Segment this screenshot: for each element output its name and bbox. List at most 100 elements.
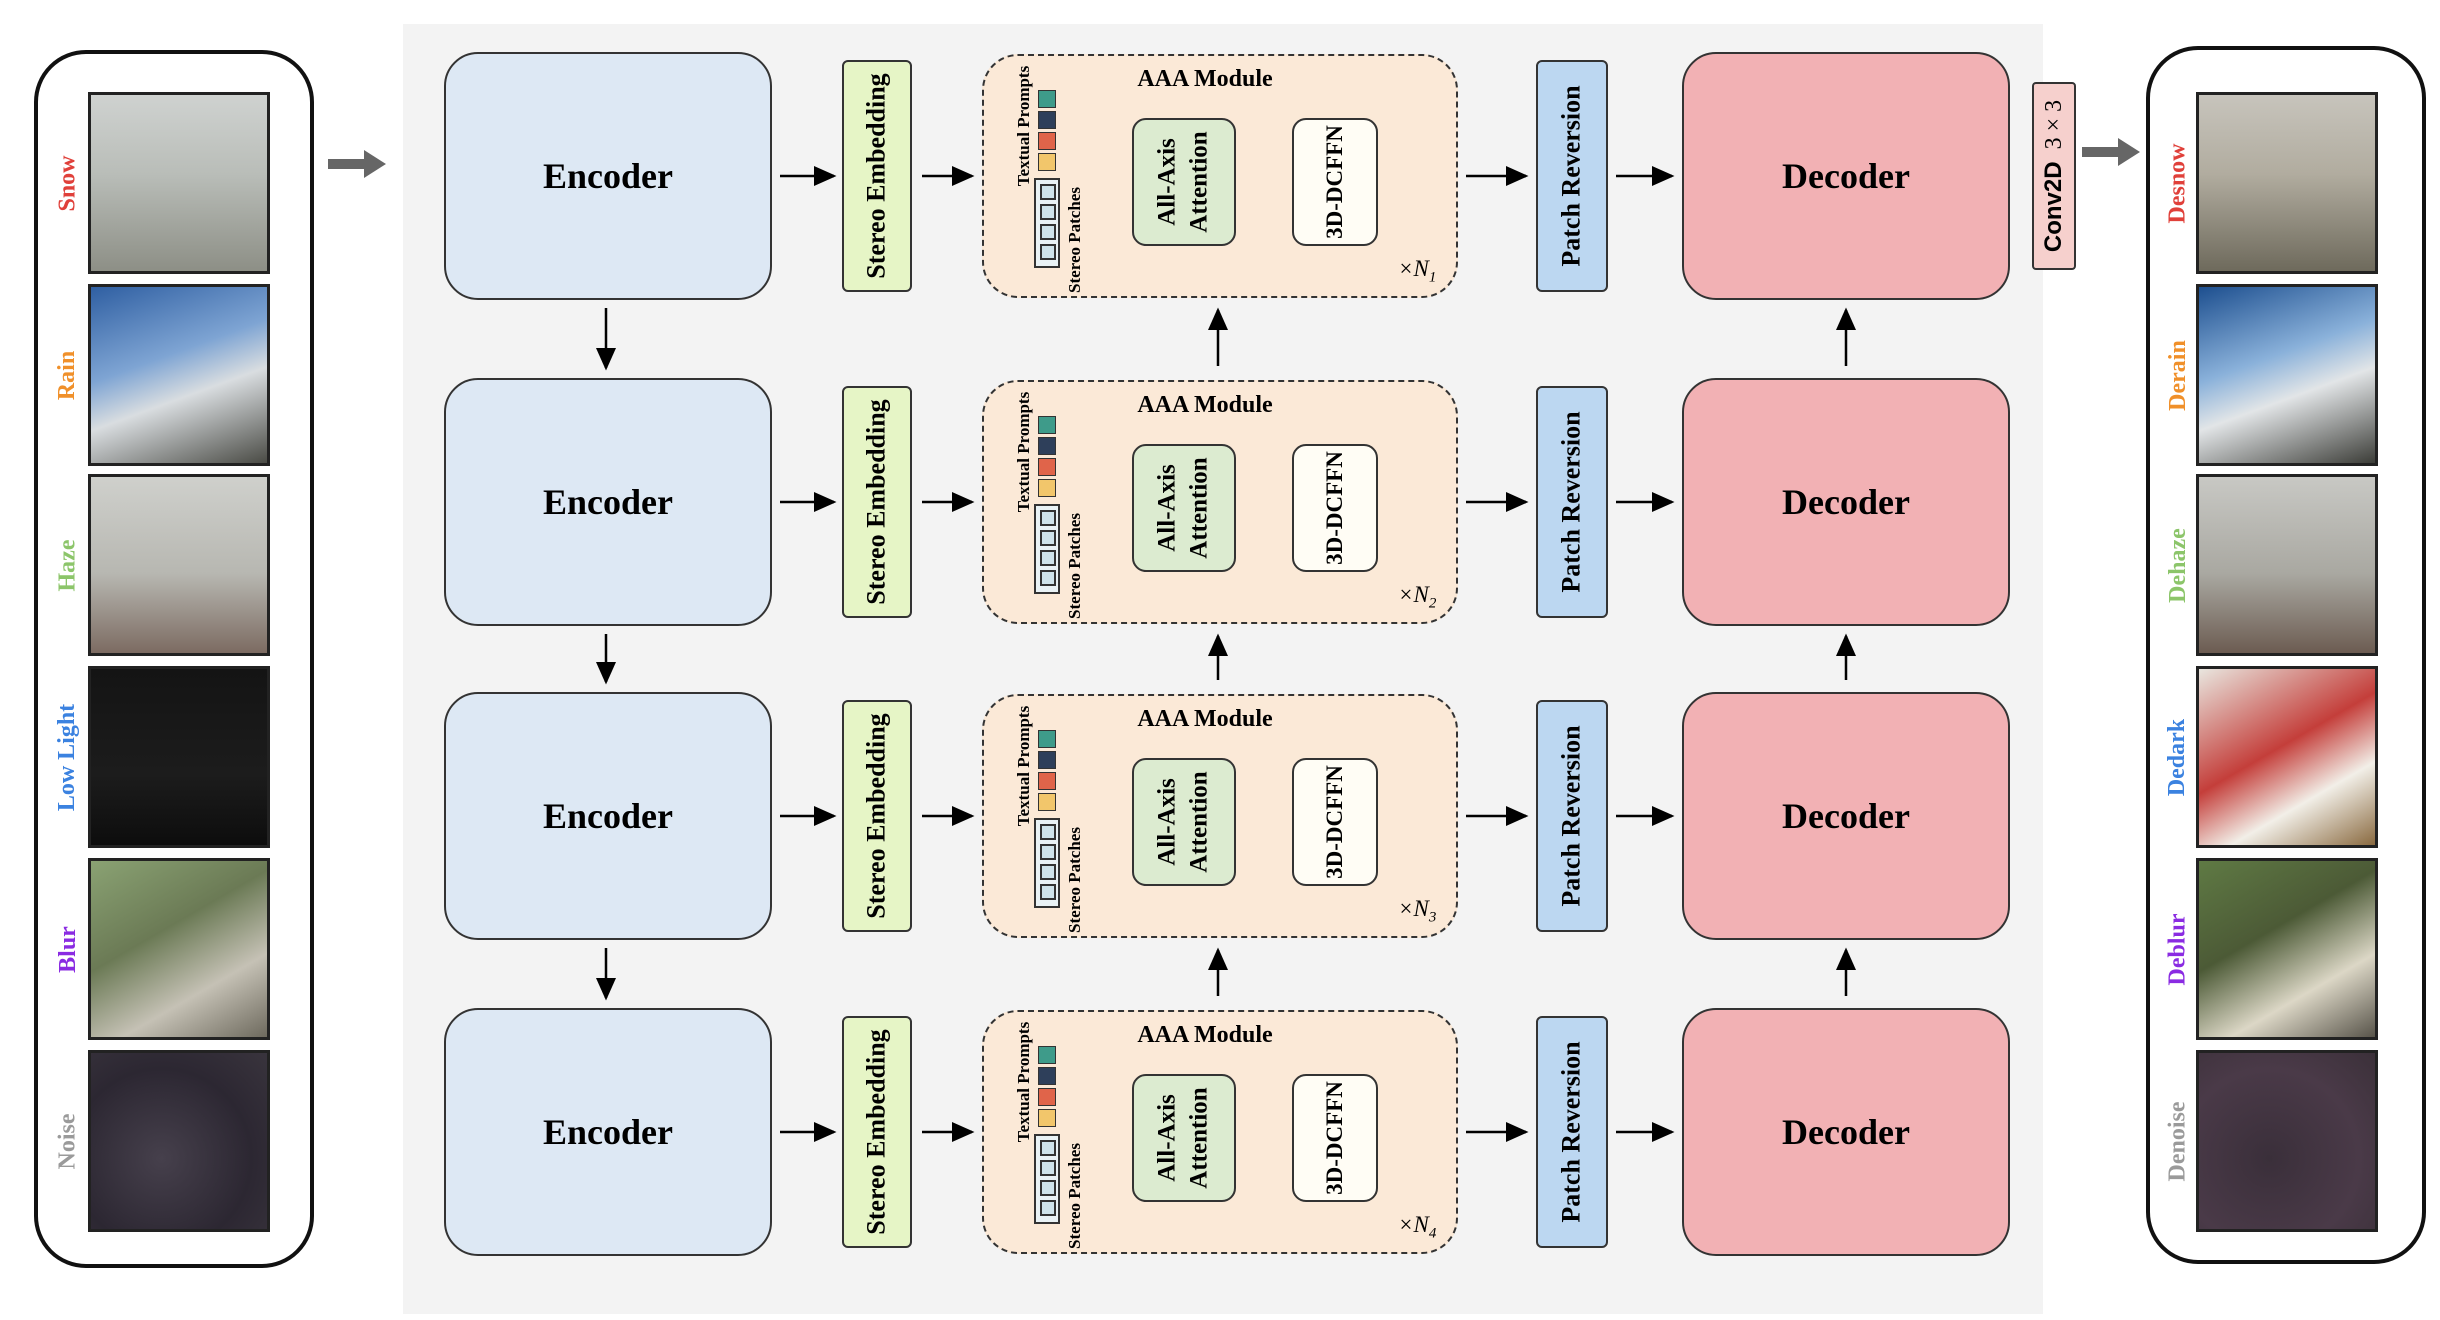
repeat-n: N — [1413, 256, 1429, 281]
stereo-patch — [1040, 510, 1056, 526]
repeat-label: ×N1 — [1398, 256, 1458, 286]
textual-prompt-token — [1038, 730, 1056, 748]
decoder-block: Decoder — [1682, 692, 2010, 940]
textual-prompts-text: Textual Prompts — [1014, 391, 1033, 513]
encoder-block: Encoder — [444, 378, 772, 626]
aaa-module-title: AAA Module — [1137, 392, 1273, 418]
stereo-embedding-label: Stereo Embedding — [862, 713, 891, 919]
input-image — [88, 1050, 270, 1232]
aaa-module-title: AAA Module — [1137, 1022, 1273, 1048]
input-image — [88, 666, 270, 848]
decoder-block: Decoder — [1682, 378, 2010, 626]
stereo-embedding-label: Stereo Embedding — [862, 73, 891, 279]
output-image — [2196, 858, 2378, 1040]
textual-prompts-label: Textual Prompts — [1012, 66, 1036, 186]
patch-reversion-block: Patch Reversion — [1536, 386, 1608, 618]
stereo-embedding-block: Stereo Embedding — [842, 700, 912, 932]
textual-prompt-token — [1038, 772, 1056, 790]
textual-prompt-token — [1038, 90, 1056, 108]
stereo-patch — [1040, 550, 1056, 566]
stereo-patches-label: Stereo Patches — [1064, 827, 1086, 933]
textual-prompts-text: Textual Prompts — [1014, 65, 1033, 187]
stereo-patches-text: Stereo Patches — [1065, 1143, 1084, 1249]
3d-dcffn-block: 3D-DCFFN — [1292, 444, 1378, 572]
patch-reversion-block: Patch Reversion — [1536, 60, 1608, 292]
aaa-module-title: AAA Module — [1137, 706, 1273, 732]
stereo-patches-label: Stereo Patches — [1064, 1143, 1086, 1249]
attention-line-1: All-Axis — [1154, 1094, 1182, 1182]
encoder-block: Encoder — [444, 692, 772, 940]
repeat-prefix: × — [1398, 896, 1414, 921]
3d-dcffn-block: 3D-DCFFN — [1292, 118, 1378, 246]
3d-dcffn-label: 3D-DCFFN — [1322, 451, 1348, 565]
attention-line-2: Attention — [1186, 131, 1214, 233]
repeat-sub: 2 — [1428, 595, 1437, 612]
textual-prompt-token — [1038, 793, 1056, 811]
stereo-patch — [1040, 530, 1056, 546]
stereo-embedding-block: Stereo Embedding — [842, 60, 912, 292]
3d-dcffn-label: 3D-DCFFN — [1322, 125, 1348, 239]
3d-dcffn-block: 3D-DCFFN — [1292, 758, 1378, 886]
3d-dcffn-label: 3D-DCFFN — [1322, 1081, 1348, 1195]
decoder-block: Decoder — [1682, 1008, 2010, 1256]
repeat-sub: 1 — [1428, 269, 1437, 286]
input-image — [88, 92, 270, 274]
repeat-n: N — [1413, 582, 1429, 607]
repeat-sub: 4 — [1428, 1225, 1437, 1242]
stereo-embedding-block: Stereo Embedding — [842, 386, 912, 618]
repeat-sub: 3 — [1428, 909, 1437, 926]
encoder-block: Encoder — [444, 1008, 772, 1256]
repeat-label: ×N3 — [1398, 896, 1458, 926]
repeat-prefix: × — [1398, 1212, 1414, 1237]
textual-prompt-token — [1038, 1046, 1056, 1064]
patch-reversion-label: Patch Reversion — [1557, 1041, 1586, 1223]
textual-prompt-token — [1038, 1067, 1056, 1085]
repeat-label: ×N2 — [1398, 582, 1458, 612]
stereo-patches-text: Stereo Patches — [1065, 187, 1084, 293]
textual-prompt-token — [1038, 437, 1056, 455]
textual-prompts-text: Textual Prompts — [1014, 1021, 1033, 1143]
stereo-patch — [1040, 244, 1056, 260]
patch-reversion-label: Patch Reversion — [1557, 411, 1586, 593]
stereo-embedding-label: Stereo Embedding — [862, 1029, 891, 1235]
textual-prompt-token — [1038, 153, 1056, 171]
repeat-n: N — [1413, 1212, 1429, 1237]
decoder-block: Decoder — [1682, 52, 2010, 300]
stereo-patch — [1040, 824, 1056, 840]
stereo-patches-label: Stereo Patches — [1064, 513, 1086, 619]
repeat-label: ×N4 — [1398, 1212, 1458, 1242]
stereo-embedding-label: Stereo Embedding — [862, 399, 891, 605]
attention-line-2: Attention — [1186, 771, 1214, 873]
stereo-patch — [1040, 204, 1056, 220]
repeat-n: N — [1413, 896, 1429, 921]
attention-line-2: Attention — [1186, 1087, 1214, 1189]
attention-line-2: Attention — [1186, 457, 1214, 559]
stereo-patch — [1040, 864, 1056, 880]
stereo-patch — [1040, 844, 1056, 860]
stereo-patch — [1040, 184, 1056, 200]
aaa-module-title: AAA Module — [1137, 66, 1273, 92]
attention-line-1: All-Axis — [1154, 778, 1182, 866]
repeat-prefix: × — [1398, 256, 1414, 281]
stereo-patch — [1040, 224, 1056, 240]
repeat-prefix: × — [1398, 582, 1414, 607]
patch-reversion-label: Patch Reversion — [1557, 725, 1586, 907]
stereo-patches-text: Stereo Patches — [1065, 827, 1084, 933]
textual-prompt-token — [1038, 416, 1056, 434]
textual-prompt-token — [1038, 132, 1056, 150]
stereo-patches-text: Stereo Patches — [1065, 513, 1084, 619]
textual-prompts-text: Textual Prompts — [1014, 705, 1033, 827]
stereo-patch — [1040, 570, 1056, 586]
output-image — [2196, 92, 2378, 274]
input-image — [88, 284, 270, 466]
attention-line-1: All-Axis — [1154, 464, 1182, 552]
textual-prompts-label: Textual Prompts — [1012, 1022, 1036, 1142]
patch-reversion-block: Patch Reversion — [1536, 700, 1608, 932]
textual-prompt-token — [1038, 458, 1056, 476]
